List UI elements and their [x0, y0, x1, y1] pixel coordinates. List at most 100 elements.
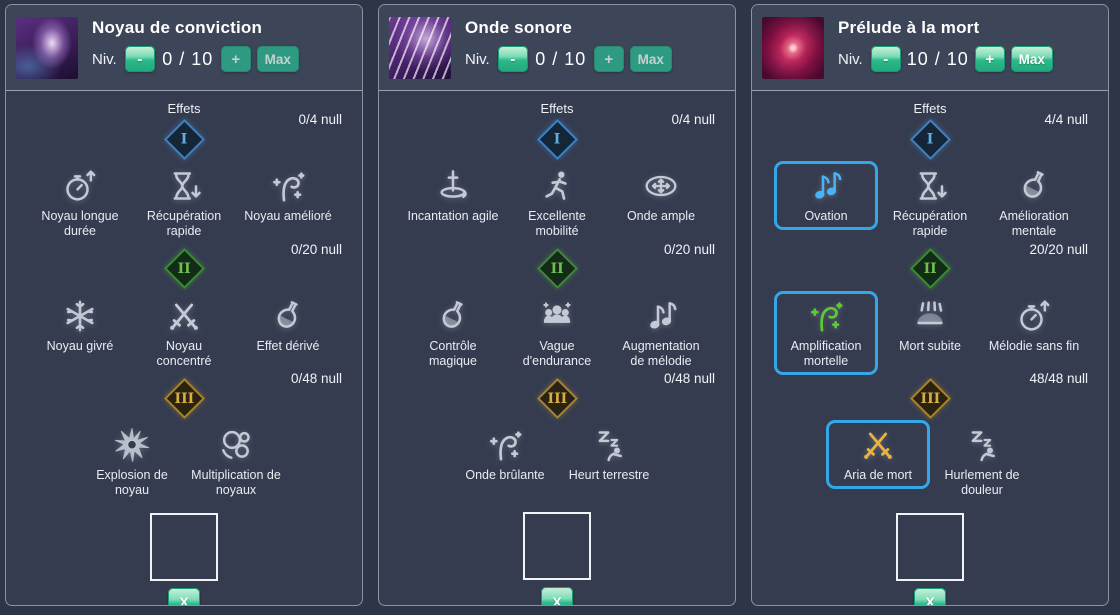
level-max-button[interactable]: Max	[629, 46, 672, 72]
music-notes-icon	[641, 295, 681, 337]
level-increase-button[interactable]: +	[593, 46, 624, 72]
empty-slot[interactable]	[896, 512, 964, 581]
effect-onde-ample[interactable]: Onde ample	[609, 161, 713, 230]
sunburst-icon	[112, 424, 152, 466]
effect-mort-subite[interactable]: Mort subite	[878, 291, 982, 360]
effect-label: Augmentation de mélodie	[622, 338, 700, 368]
level-max-button[interactable]: Max	[256, 46, 299, 72]
crowd-icon	[537, 295, 577, 337]
effect-controle-magique[interactable]: Contrôle magique	[401, 291, 505, 376]
level-decrease-button[interactable]: -	[497, 46, 528, 72]
effect-label: Récupération rapide	[146, 209, 222, 239]
effect-incantation-agile[interactable]: Incantation agile	[401, 161, 505, 230]
skill-title: Onde sonore	[465, 18, 573, 37]
empty-slot[interactable]	[150, 512, 218, 581]
effect-noyau-longue-duree[interactable]: Noyau longue durée	[28, 161, 132, 246]
effect-excellente-mobilite[interactable]: Excellente mobilité	[505, 161, 609, 246]
sword-swirl-icon	[433, 165, 473, 207]
effect-amplification-mortelle[interactable]: Amplification mortelle	[774, 290, 878, 375]
effect-augmentation-de-melodie[interactable]: Augmentation de mélodie	[609, 291, 713, 376]
effects-title: Effets	[167, 101, 201, 116]
effect-label: Noyau longue durée	[41, 209, 119, 239]
sleep-zz-icon	[589, 424, 629, 466]
effect-noyau-ameliore[interactable]: Noyau amélioré	[236, 161, 340, 230]
effect-label: Vague d'endurance	[522, 338, 592, 368]
effects-row: Amplification mortelle Mort subite Mélodie…	[752, 290, 1108, 375]
tier-i-diamond-icon: I	[536, 118, 578, 160]
effect-aria-de-mort[interactable]: Aria de mort	[826, 420, 930, 490]
level-value: 10 / 10	[906, 48, 969, 69]
effect-amelioration-mentale[interactable]: Amélioration mentale	[982, 161, 1086, 246]
reset-x-button[interactable]: X	[168, 587, 200, 605]
effect-label: Explosion de noyau	[96, 468, 168, 498]
empty-slot[interactable]	[523, 512, 591, 580]
level-label: Niv.	[92, 50, 117, 68]
effect-heurt-terrestre[interactable]: Heurt terrestre	[557, 420, 661, 489]
level-decrease-button[interactable]: -	[870, 46, 901, 72]
effects-row: Ovation Récupération rapide Amélioration m…	[752, 161, 1108, 246]
effect-label: Heurt terrestre	[568, 468, 650, 482]
effect-label: Amplification mortelle	[790, 338, 862, 368]
effect-recuperation-rapide[interactable]: Récupération rapide	[132, 161, 236, 246]
effect-vague-d-endurance[interactable]: Vague d'endurance	[505, 291, 609, 376]
effect-label: Noyau concentré	[156, 338, 212, 368]
reset-x-button[interactable]: X	[914, 587, 946, 605]
expand-arrows-icon	[641, 165, 681, 207]
stopwatch-up-icon	[1014, 295, 1054, 337]
effect-multiplication-de-noyaux[interactable]: Multiplication de noyaux	[184, 420, 288, 505]
level-max-button[interactable]: Max	[1010, 46, 1053, 72]
effect-hurlement-de-douleur[interactable]: Hurlement de douleur	[930, 420, 1034, 505]
flask-icon	[1014, 165, 1054, 207]
effect-label: Hurlement de douleur	[944, 468, 1020, 498]
reset-x-button[interactable]: X	[541, 587, 573, 605]
effect-label: Mort subite	[899, 338, 961, 353]
effect-effet-derive[interactable]: Effet dérivé	[236, 291, 340, 360]
skill-image	[389, 17, 451, 79]
skill-image	[16, 17, 78, 79]
level-value: 0 / 10	[535, 48, 587, 69]
snowflake-icon	[60, 295, 100, 337]
effects-title: Effets	[913, 101, 947, 116]
sleep-zz-icon	[962, 424, 1002, 466]
effect-label: Onde ample	[626, 209, 696, 223]
level-decrease-button[interactable]: -	[124, 46, 155, 72]
wand-sparkles-icon	[806, 295, 846, 337]
tier-numeral: II	[177, 260, 191, 277]
wand-sparkles-icon	[485, 424, 525, 466]
tier-numeral: III	[174, 390, 194, 406]
level-increase-button[interactable]: +	[220, 46, 251, 72]
tier-numeral: II	[923, 260, 937, 277]
effect-noyau-givre[interactable]: Noyau givré	[28, 291, 132, 360]
effect-label: Ovation	[804, 209, 848, 223]
tier-ii-diamond-icon: II	[163, 247, 205, 290]
effect-onde-brulante[interactable]: Onde brûlante	[453, 420, 557, 489]
effect-ovation[interactable]: Ovation	[774, 161, 878, 231]
effect-noyau-concentre[interactable]: Noyau concentré	[132, 291, 236, 376]
tier-count: 48/48 null	[1029, 371, 1088, 386]
level-value: 0 / 10	[162, 48, 214, 69]
effect-label: Récupération rapide	[892, 209, 968, 239]
effect-explosion-de-noyau[interactable]: Explosion de noyau	[80, 420, 184, 505]
effect-recuperation-rapide[interactable]: Récupération rapide	[878, 161, 982, 246]
tier-numeral: I	[926, 131, 934, 147]
effects-title: Effets	[540, 101, 574, 116]
tier-ii-diamond-icon: II	[536, 247, 578, 290]
level-increase-button[interactable]: +	[974, 46, 1005, 72]
level-controls: Niv.-0 / 10+Max	[465, 46, 672, 72]
effect-melodie-sans-fin[interactable]: Mélodie sans fin	[982, 291, 1086, 360]
effects-row: Noyau longue durée Récupération rapide Noy…	[6, 161, 362, 246]
tier-numeral: III	[547, 390, 567, 406]
hourglass-down-icon	[910, 165, 950, 207]
crossed-swords-icon	[858, 424, 898, 466]
